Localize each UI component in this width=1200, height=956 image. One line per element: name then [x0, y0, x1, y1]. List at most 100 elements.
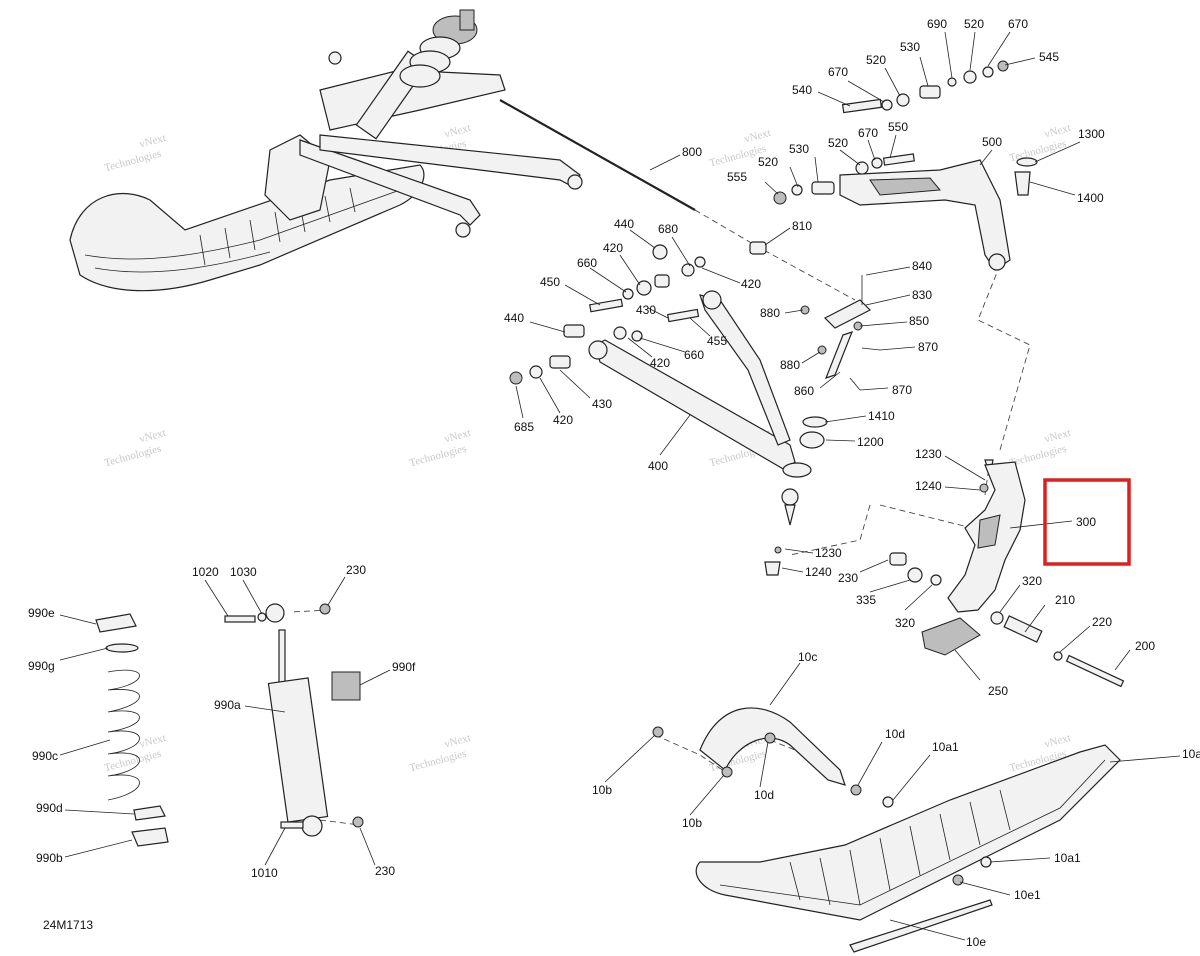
callout-990f[interactable]: 990f — [392, 660, 416, 674]
callout-420[interactable]: 420 — [553, 413, 573, 427]
callout-690[interactable]: 690 — [927, 17, 947, 31]
callout-230[interactable]: 230 — [346, 563, 366, 577]
callout-335[interactable]: 335 — [856, 593, 876, 607]
watermark: vNext Technologies — [103, 732, 167, 774]
spindle-hardware — [764, 416, 994, 576]
callout-530[interactable]: 530 — [900, 40, 920, 54]
callout-1230[interactable]: 1230 — [815, 546, 842, 560]
callout-440[interactable]: 440 — [614, 217, 634, 231]
callout-1200[interactable]: 1200 — [857, 435, 884, 449]
callout-1300[interactable]: 1300 — [1078, 127, 1105, 141]
callout-550[interactable]: 550 — [888, 120, 908, 134]
callout-230[interactable]: 230 — [375, 864, 395, 878]
callout-420[interactable]: 420 — [603, 241, 623, 255]
callout-200[interactable]: 200 — [1135, 639, 1155, 653]
callout-1400[interactable]: 1400 — [1077, 191, 1104, 205]
svg-text:vNext: vNext — [138, 427, 167, 446]
callout-430[interactable]: 430 — [592, 397, 612, 411]
callout-840[interactable]: 840 — [912, 259, 932, 273]
callout-800[interactable]: 800 — [682, 145, 702, 159]
callout-1410[interactable]: 1410 — [868, 409, 895, 423]
svg-text:Technologies: Technologies — [1008, 443, 1068, 470]
svg-text:vNext: vNext — [443, 122, 472, 141]
overview-shock — [355, 9, 478, 140]
callout-320[interactable]: 320 — [1022, 574, 1042, 588]
callout-830[interactable]: 830 — [912, 288, 932, 302]
callout-990a[interactable]: 990a — [214, 698, 241, 712]
callout-230[interactable]: 230 — [838, 571, 858, 585]
watermark: vNext Technologies — [1008, 122, 1072, 164]
callout-520[interactable]: 520 — [964, 17, 984, 31]
callout-10a1[interactable]: 10a1 — [932, 740, 959, 754]
callout-420[interactable]: 420 — [741, 277, 761, 291]
callout-990g[interactable]: 990g — [28, 659, 55, 673]
callout-810[interactable]: 810 — [792, 219, 812, 233]
callout-10c[interactable]: 10c — [798, 650, 817, 664]
callout-1010[interactable]: 1010 — [251, 866, 278, 880]
callout-520[interactable]: 520 — [828, 136, 848, 150]
callout-300[interactable]: 300 — [1076, 515, 1096, 529]
callout-455[interactable]: 455 — [707, 334, 727, 348]
highlight-box — [1043, 478, 1131, 566]
callout-860[interactable]: 860 — [794, 384, 814, 398]
callout-1230[interactable]: 1230 — [915, 447, 942, 461]
callout-670[interactable]: 670 — [828, 65, 848, 79]
callout-990c[interactable]: 990c — [32, 749, 58, 763]
callout-1240[interactable]: 1240 — [805, 565, 832, 579]
callout-520[interactable]: 520 — [866, 53, 886, 67]
callout-555[interactable]: 555 — [727, 170, 747, 184]
svg-text:vNext: vNext — [1043, 122, 1072, 141]
callout-1020[interactable]: 1020 — [192, 565, 219, 579]
callout-1030[interactable]: 1030 — [230, 565, 257, 579]
callout-670[interactable]: 670 — [858, 126, 878, 140]
callout-320[interactable]: 320 — [895, 616, 915, 630]
watermark: vNext Technologies — [103, 427, 167, 469]
callout-430[interactable]: 430 — [636, 303, 656, 317]
callout-500[interactable]: 500 — [982, 135, 1002, 149]
callout-520[interactable]: 520 — [758, 155, 778, 169]
callout-670[interactable]: 670 — [1008, 17, 1028, 31]
callout-10a1[interactable]: 10a1 — [1054, 851, 1081, 865]
callout-10e[interactable]: 10e — [966, 935, 986, 949]
callout-685[interactable]: 685 — [514, 420, 534, 434]
callout-450[interactable]: 450 — [540, 275, 560, 289]
callout-870[interactable]: 870 — [892, 383, 912, 397]
callout-990d[interactable]: 990d — [36, 801, 63, 815]
callout-1240[interactable]: 1240 — [915, 479, 942, 493]
svg-text:vNext: vNext — [138, 132, 167, 151]
callout-850[interactable]: 850 — [909, 314, 929, 328]
callout-540[interactable]: 540 — [792, 83, 812, 97]
svg-text:vNext: vNext — [1043, 427, 1072, 446]
callout-880[interactable]: 880 — [760, 306, 780, 320]
callout-990b[interactable]: 990b — [36, 851, 63, 865]
callout-10d[interactable]: 10d — [885, 727, 905, 741]
spindle-300 — [947, 461, 1026, 613]
callout-10b[interactable]: 10b — [682, 816, 702, 830]
callout-880[interactable]: 880 — [780, 358, 800, 372]
callout-10e1[interactable]: 10e1 — [1014, 888, 1041, 902]
watermark: vNext Technologies — [408, 732, 472, 775]
svg-text:Technologies: Technologies — [408, 748, 468, 775]
lower-a-arm-400 — [588, 290, 812, 526]
callout-990e[interactable]: 990e — [28, 606, 55, 620]
callout-660[interactable]: 660 — [577, 256, 597, 270]
callout-250[interactable]: 250 — [988, 684, 1008, 698]
callout-210[interactable]: 210 — [1055, 593, 1075, 607]
callout-660[interactable]: 660 — [684, 348, 704, 362]
callout-545[interactable]: 545 — [1039, 50, 1059, 64]
spindle-lower-hardware — [889, 552, 1125, 688]
callout-400[interactable]: 400 — [648, 459, 668, 473]
callout-220[interactable]: 220 — [1092, 615, 1112, 629]
overview-assembly — [69, 9, 696, 292]
upper-hardware — [749, 60, 1038, 255]
callout-530[interactable]: 530 — [789, 142, 809, 156]
callout-420[interactable]: 420 — [650, 356, 670, 370]
callout-440[interactable]: 440 — [504, 311, 524, 325]
watermark: vNext Technologies — [408, 427, 472, 469]
callout-10b[interactable]: 10b — [592, 783, 612, 797]
callout-10d[interactable]: 10d — [754, 788, 774, 802]
callout-10a[interactable]: 10a — [1182, 747, 1200, 761]
callout-680[interactable]: 680 — [658, 222, 678, 236]
callout-870[interactable]: 870 — [918, 340, 938, 354]
